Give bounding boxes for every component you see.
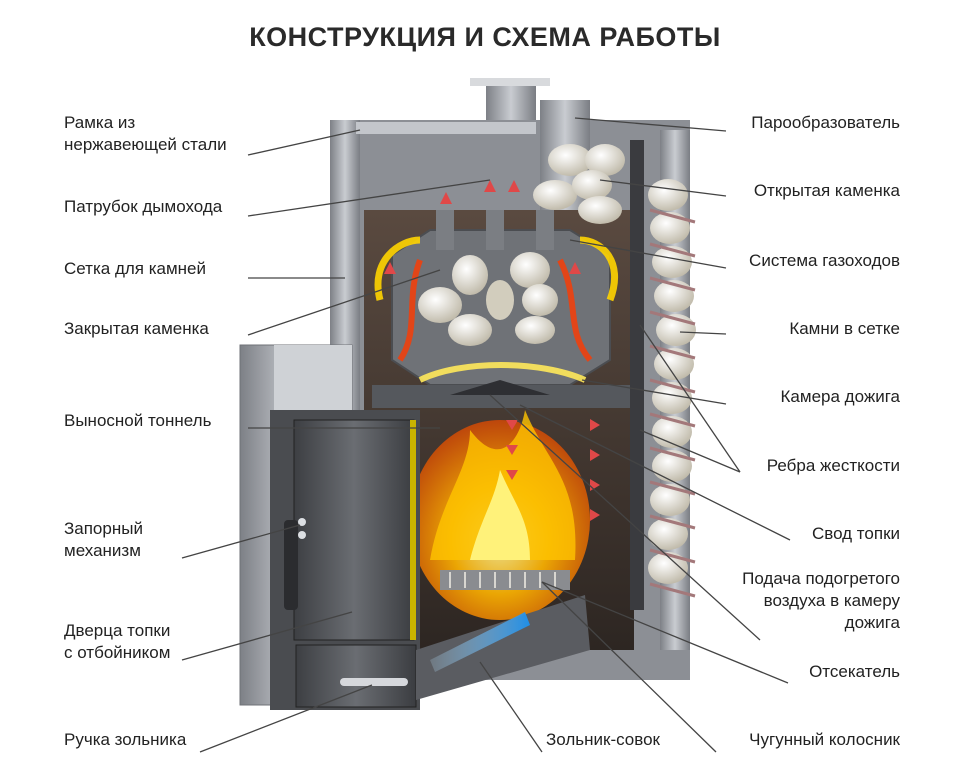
closed-heater-stones <box>418 252 558 346</box>
label-grate: Чугунный колосник <box>749 730 900 749</box>
label-chimney: Патрубок дымохода <box>64 197 223 216</box>
label-steam: Парообразователь <box>751 113 900 132</box>
label-open-heater: Открытая каменка <box>753 181 900 200</box>
leader-lines <box>181 117 791 753</box>
label-frame: Рамка из нержавеющей стали <box>64 113 227 154</box>
label-vault: Свод топки <box>811 524 900 543</box>
label-tunnel: Выносной тоннель <box>64 411 212 430</box>
label-lock: Запорный механизм <box>64 519 143 560</box>
label-air-supply: Подача подогретого воздуха в камеру дожи… <box>742 569 900 632</box>
open-heater-stones <box>533 144 625 224</box>
label-cutoff: Отсекатель <box>809 662 900 681</box>
label-ash-pan: Зольник-совок <box>546 730 660 749</box>
page-title: КОНСТРУКЦИЯ И СХЕМА РАБОТЫ <box>249 22 721 52</box>
label-stones-grid: Камни в сетке <box>789 319 900 338</box>
hot-air-arrows <box>384 180 600 521</box>
grate-bars <box>440 570 570 590</box>
label-afterburner: Камера дожига <box>780 387 900 406</box>
label-flue-system: Система газоходов <box>749 251 900 270</box>
label-stone-grid: Сетка для камней <box>64 259 207 278</box>
firebox-door <box>284 419 416 641</box>
side-grid-stones <box>630 140 696 610</box>
ash-pan-box <box>295 595 590 708</box>
label-door: Дверца топки с отбойником <box>64 621 171 662</box>
label-ribs: Ребра жесткости <box>766 456 900 475</box>
label-closed-heater: Закрытая каменка <box>64 319 209 338</box>
label-ash-handle: Ручка зольника <box>64 730 187 749</box>
